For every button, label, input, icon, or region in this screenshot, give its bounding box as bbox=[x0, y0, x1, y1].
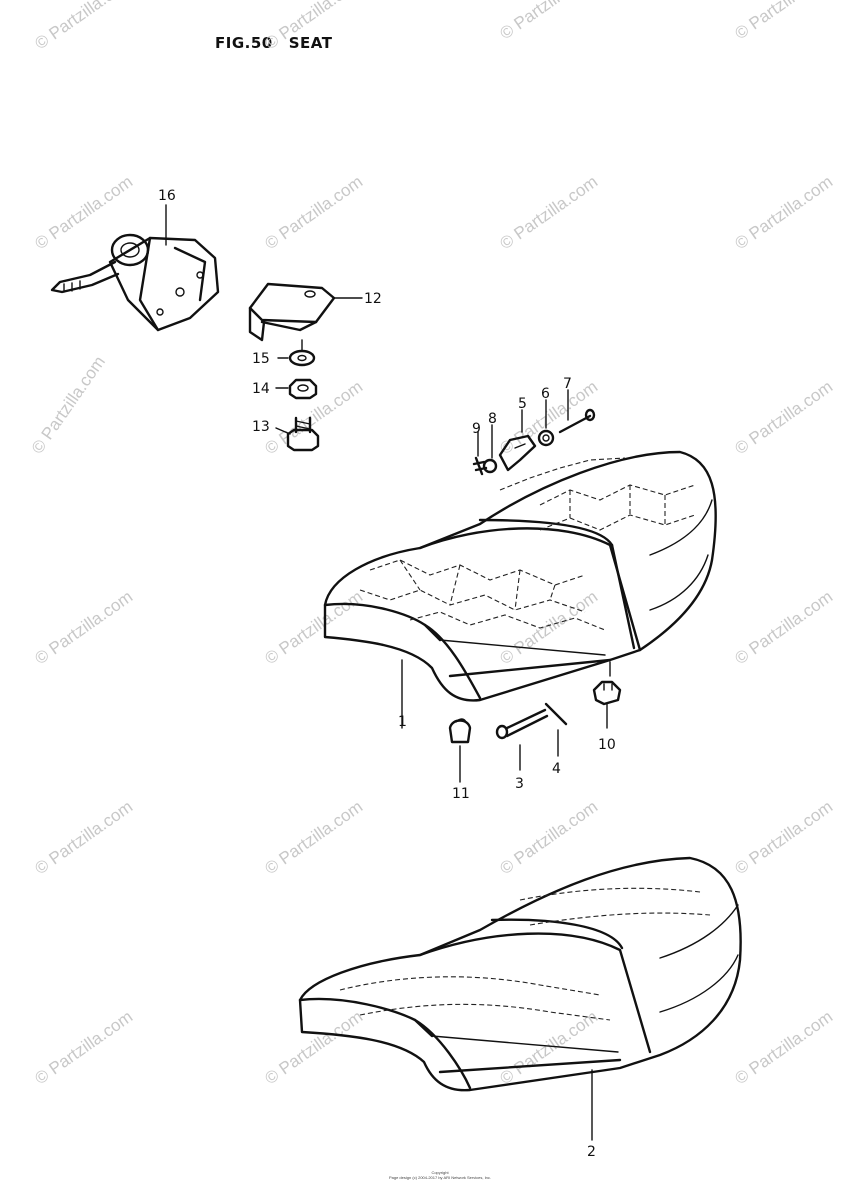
nut-drawing bbox=[275, 378, 318, 400]
pin-drawing bbox=[544, 702, 568, 757]
page-design-credit: Page design (c) 2004-2017 by ARI Network… bbox=[388, 1175, 492, 1180]
part-label: 2 bbox=[587, 1144, 596, 1160]
watermark: © Partzilla.com bbox=[261, 797, 366, 878]
watermark: © Partzilla.com bbox=[31, 1007, 136, 1088]
watermark: © Partzilla.com bbox=[31, 172, 136, 253]
watermark: © Partzilla.com bbox=[496, 172, 601, 253]
watermark: © Partzilla.com bbox=[261, 172, 366, 253]
watermark: © Partzilla.com bbox=[731, 587, 836, 668]
part-label: 13 bbox=[252, 419, 270, 435]
watermark: © Partzilla.com bbox=[731, 797, 836, 878]
part-label: 4 bbox=[552, 761, 561, 777]
part-label: 11 bbox=[452, 786, 470, 802]
part-label: 1 bbox=[398, 714, 407, 730]
part-labels: 16 12 15 14 13 7 6 5 8 9 1 10 4 3 11 2 bbox=[158, 188, 616, 1160]
watermark: © Partzilla.com bbox=[28, 353, 109, 458]
watermark: © Partzilla.com bbox=[731, 1007, 836, 1088]
part-label: 9 bbox=[472, 421, 481, 437]
watermark: © Partzilla.com bbox=[31, 0, 136, 53]
part-label: 10 bbox=[598, 737, 616, 753]
watermark: © Partzilla.com bbox=[496, 0, 601, 43]
bolt-drawing bbox=[275, 416, 320, 452]
part-label: 16 bbox=[158, 188, 176, 204]
copyright-line: Copyright bbox=[431, 1170, 449, 1175]
seat-1-drawing bbox=[323, 450, 717, 729]
bracket-drawing bbox=[248, 282, 363, 342]
watermark: © Partzilla.com bbox=[496, 587, 601, 668]
seat-2-drawing bbox=[298, 856, 742, 1141]
part-label: 15 bbox=[252, 351, 270, 367]
part-label: 7 bbox=[563, 376, 572, 392]
figure-name: SEAT bbox=[288, 34, 333, 52]
seat-lock-drawing bbox=[50, 204, 220, 332]
part-label: 12 bbox=[364, 291, 382, 307]
long-bolt-drawing bbox=[495, 708, 549, 771]
cushion-drawing bbox=[592, 680, 622, 729]
watermark: © Partzilla.com bbox=[496, 1007, 601, 1088]
watermark: © Partzilla.com bbox=[731, 377, 836, 458]
part-label: 3 bbox=[515, 776, 524, 792]
watermark: © Partzilla.com bbox=[496, 797, 601, 878]
watermark: © Partzilla.com bbox=[261, 0, 366, 53]
watermark: © Partzilla.com bbox=[261, 377, 366, 458]
part-label: 6 bbox=[541, 386, 550, 402]
watermark: © Partzilla.com bbox=[31, 587, 136, 668]
figure-title: FIG.50 SEAT bbox=[215, 34, 348, 52]
figure-label: FIG.50 bbox=[215, 34, 273, 52]
part-label: 8 bbox=[488, 411, 497, 427]
watermark: © Partzilla.com bbox=[731, 0, 836, 43]
washer-drawing bbox=[277, 339, 316, 367]
cap-nut-drawing bbox=[448, 718, 472, 783]
watermark: © Partzilla.com bbox=[261, 1007, 366, 1088]
watermark: © Partzilla.com bbox=[731, 172, 836, 253]
part-label: 14 bbox=[252, 381, 270, 397]
watermark: © Partzilla.com bbox=[261, 587, 366, 668]
hardware-drawing bbox=[472, 389, 596, 476]
watermark: © Partzilla.com bbox=[31, 797, 136, 878]
copyright-footer: Copyright Page design (c) 2004-2017 by A… bbox=[360, 1170, 520, 1180]
part-label: 5 bbox=[518, 396, 527, 412]
